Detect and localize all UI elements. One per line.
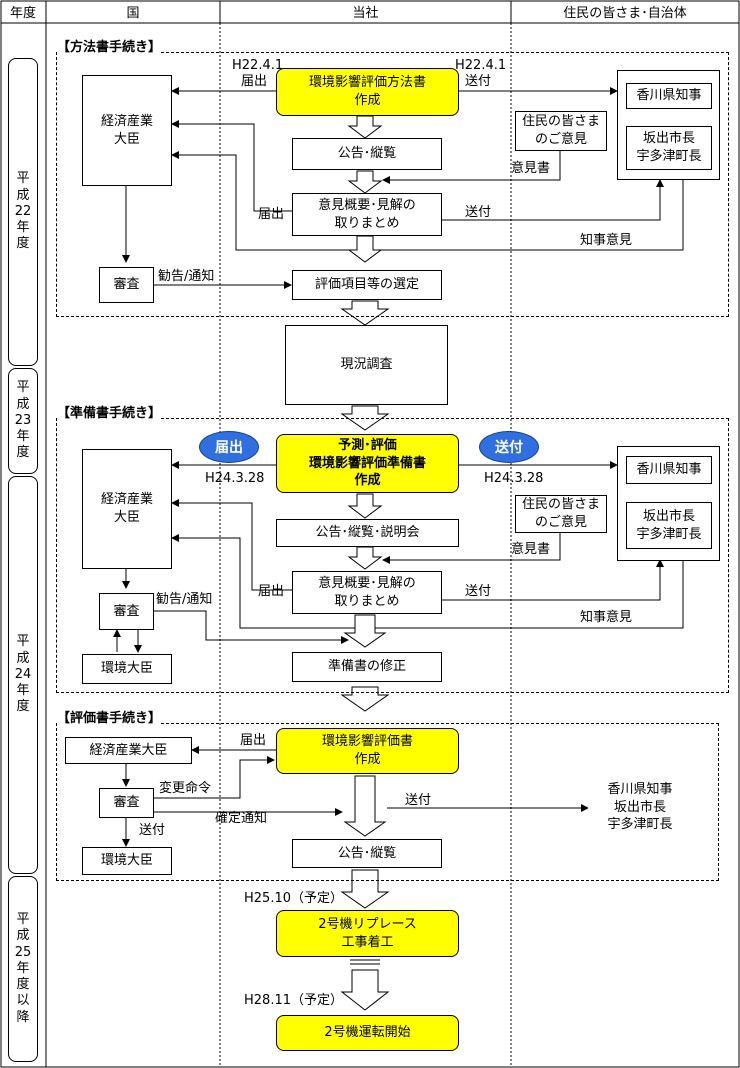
s1-public-box: 公告･縦覧	[292, 138, 442, 170]
s2-opinion-summary-box: 意見概要･見解の 取りまとめ	[292, 571, 442, 614]
s1-minister-box: 経済産業 大臣	[82, 75, 172, 186]
s2-mayors-box: 坂出市長 宇多津町長	[626, 502, 712, 549]
s3-env-minister-box: 環境大臣	[82, 847, 172, 875]
year-h22: 平 成 22 年 度	[8, 58, 38, 366]
s1-governor-box: 香川県知事	[626, 83, 712, 109]
year-h24: 平 成 24 年 度	[8, 476, 38, 874]
section-evaluation	[56, 723, 719, 881]
s1-date-left: H22.4.1	[232, 58, 284, 73]
s2-minister-box: 経済産業 大臣	[82, 449, 172, 569]
s3-change-order-label: 変更命令	[159, 781, 212, 796]
s2-date-right: H24.3.28	[484, 471, 544, 486]
s1-advice-label: 勧告/通知	[158, 269, 215, 284]
s2-revision-box: 準備書の修正	[292, 652, 442, 682]
s1-opinion-summary-box: 意見概要･見解の 取りまとめ	[292, 193, 442, 236]
s1-review-box: 審査	[99, 267, 154, 303]
s1-report2-label: 届出	[258, 207, 285, 222]
year-h25: 平 成 25 年 度 以 降	[8, 876, 38, 1062]
section-method	[56, 52, 729, 317]
section-evaluation-title: 【評価書手続き】	[57, 707, 162, 726]
s1-mayors-box: 坂出市長 宇多津町長	[626, 126, 712, 170]
s1-method-doc-box: 環境影響評価方法書 作成	[276, 68, 459, 116]
s3-review-box: 審査	[99, 788, 154, 818]
section-method-title: 【方法書手続き】	[57, 36, 162, 55]
s2-send2-label: 送付	[465, 584, 492, 599]
header-year: 年度	[9, 5, 36, 21]
s1-report-label: 届出	[241, 74, 268, 89]
s2-public-box: 公告･縦覧･説明会	[276, 519, 459, 547]
s1-send-label: 送付	[465, 74, 492, 89]
s2-env-minister-box: 環境大臣	[82, 654, 172, 684]
s1-opinion-doc-label: 意見書	[511, 161, 551, 176]
section-preparation	[56, 418, 729, 693]
survey-box: 現況調査	[285, 325, 448, 405]
s1-resident-opinion-box: 住民の皆さま のご意見	[515, 111, 607, 151]
final-date2: H28.11（予定）	[244, 993, 343, 1008]
final-date1: H25.10（予定）	[244, 891, 343, 906]
s3-report-label: 届出	[240, 733, 267, 748]
s3-send-env-label: 送付	[139, 823, 166, 838]
s2-advice-label: 勧告/通知	[156, 592, 213, 607]
s3-send-label: 送付	[405, 793, 432, 808]
s2-governor-opinion-label: 知事意見	[580, 610, 633, 625]
s2-report2-label: 届出	[258, 584, 285, 599]
s2-preparation-doc-box: 予測･評価 環境影響評価準備書 作成	[276, 434, 459, 493]
s2-opinion-doc-label: 意見書	[511, 542, 551, 557]
s1-selection-box: 評価項目等の選定	[292, 270, 442, 300]
s3-public-box: 公告･縦覧	[292, 839, 442, 868]
s2-date-left: H24.3.28	[205, 471, 265, 486]
s2-report-badge: 届出	[199, 431, 259, 463]
s1-date-right: H22.4.1	[455, 58, 507, 73]
header-residents: 住民の皆さま･自治体	[563, 5, 687, 21]
s1-send2-label: 送付	[465, 205, 492, 220]
s3-minister-box: 経済産業大臣	[65, 737, 192, 764]
header-country: 国	[126, 5, 140, 21]
operation-box: 2号機運転開始	[276, 1015, 459, 1051]
s2-governor-box: 香川県知事	[626, 456, 712, 484]
s3-confirm-label: 確定通知	[215, 811, 268, 826]
s1-governor-opinion-label: 知事意見	[580, 233, 633, 248]
s2-review-box: 審査	[99, 593, 154, 630]
s2-resident-opinion-box: 住民の皆さま のご意見	[515, 495, 607, 533]
construction-box: 2号機リプレース 工事着工	[276, 910, 459, 957]
s3-recipients-box: 香川県知事 坂出市長 宇多津町長	[588, 777, 692, 838]
year-h23: 平 成 23 年 度	[8, 368, 38, 474]
s2-send-badge: 送付	[479, 431, 539, 463]
s3-evaluation-doc-box: 環境影響評価書 作成	[276, 728, 459, 774]
header-company: 当社	[352, 5, 379, 21]
section-preparation-title: 【準備書手続き】	[57, 402, 162, 421]
